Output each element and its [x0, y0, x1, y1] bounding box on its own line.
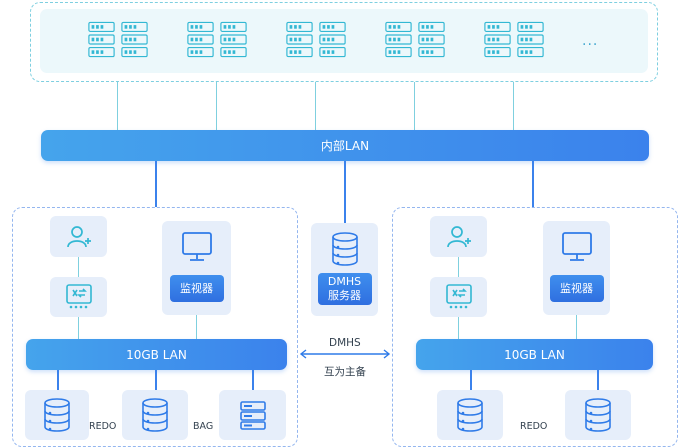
right-switch-node [430, 277, 487, 317]
left-db-standby [122, 390, 188, 440]
right-monitor-caption: 监视器 [549, 275, 604, 302]
right-lan-downlink-1 [470, 370, 472, 390]
right-user-node [430, 216, 487, 257]
database-icon [330, 232, 360, 266]
server-rack-icon [286, 21, 313, 62]
server-uplink-line [513, 82, 515, 130]
monitor-icon [561, 232, 592, 261]
left-user-node [50, 216, 107, 257]
database-icon [42, 398, 72, 432]
right-db-standby [565, 390, 631, 440]
dmhs-server-caption: DMHS 服务器 [317, 273, 372, 305]
dmhs-server-label-line2: 服务器 [328, 289, 361, 302]
right-monitor-node: 监视器 [543, 221, 610, 315]
switch-icon [445, 284, 472, 309]
more-servers-ellipsis: ... [582, 33, 599, 49]
server-rack-icon [484, 21, 511, 62]
left-monitor-label: 监视器 [180, 281, 213, 295]
left-switch-node [50, 277, 107, 317]
right-redo-label: REDO [520, 421, 548, 432]
lan-downlink-center [344, 161, 346, 223]
left-10gb-lan-bar: 10GB LAN [26, 339, 287, 370]
right-lan-downlink-2 [597, 370, 599, 390]
server-rack-icon [385, 21, 412, 62]
user-add-icon [66, 225, 91, 247]
bidirectional-arrow [299, 349, 391, 359]
database-icon [455, 398, 485, 432]
left-db-primary [25, 390, 89, 440]
right-user-link [458, 257, 460, 277]
right-10gb-lan-bar: 10GB LAN [416, 339, 653, 370]
server-uplink-line [315, 82, 317, 130]
left-lan-downlink-1 [57, 370, 59, 390]
dmhs-server-label-line1: DMHS [327, 275, 362, 289]
right-monitor-link [576, 315, 578, 339]
right-10gb-lan-label: 10GB LAN [504, 347, 565, 362]
internal-lan-bar: 内部LAN [41, 130, 649, 161]
server-rack-icon [187, 21, 214, 62]
left-switch-link [78, 317, 80, 339]
server-rack-icon [88, 21, 115, 62]
switch-icon [65, 284, 92, 309]
lan-downlink-right [532, 161, 534, 207]
left-bag-label: BAG [193, 421, 214, 432]
left-10gb-lan-label: 10GB LAN [126, 347, 187, 362]
database-icon [583, 398, 613, 432]
left-user-link [78, 257, 80, 277]
server-rack-icon [121, 21, 148, 62]
server-uplink-line [414, 82, 416, 130]
storage-server-icon [239, 401, 266, 430]
server-rack-icon [418, 21, 445, 62]
server-farm-background [40, 9, 648, 73]
left-lan-downlink-3 [252, 370, 254, 390]
left-redo-label: REDO [89, 421, 117, 432]
internal-lan-label: 内部LAN [320, 139, 370, 153]
dmhs-server-node: DMHS 服务器 [311, 223, 378, 316]
monitor-icon [181, 232, 212, 261]
server-rack-icon [517, 21, 544, 62]
right-monitor-label: 监视器 [560, 281, 593, 295]
right-switch-link [458, 317, 460, 339]
left-monitor-node: 监视器 [162, 221, 231, 315]
server-uplink-line [216, 82, 218, 130]
server-farm-panel [30, 2, 658, 82]
dmhs-link-label-top: DMHS [329, 337, 361, 349]
user-add-icon [446, 225, 471, 247]
server-rack-icon [319, 21, 346, 62]
right-db-primary [437, 390, 503, 440]
server-uplink-line [117, 82, 119, 130]
lan-downlink-left [155, 161, 157, 207]
server-rack-icon [220, 21, 247, 62]
database-icon [140, 398, 170, 432]
left-monitor-link [196, 315, 198, 339]
left-lan-downlink-2 [155, 370, 157, 390]
dmhs-link-label-bottom: 互为主备 [324, 366, 366, 378]
left-storage-node [219, 390, 286, 440]
left-monitor-caption: 监视器 [169, 275, 224, 302]
